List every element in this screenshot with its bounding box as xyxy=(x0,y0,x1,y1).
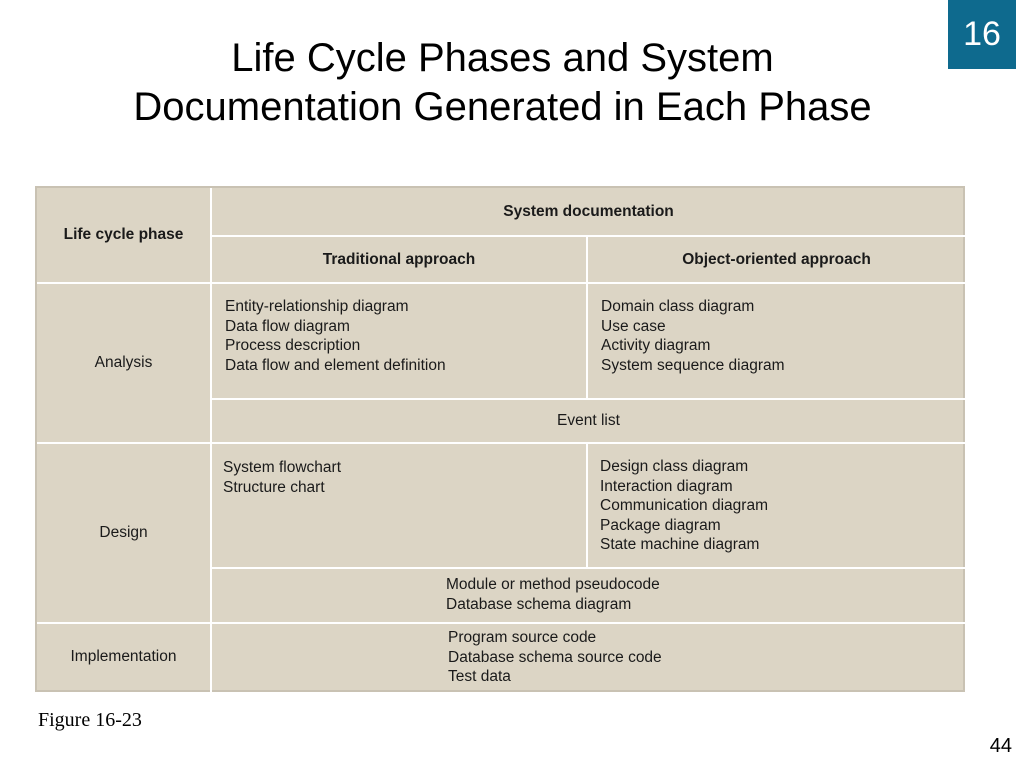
list-item: Package diagram xyxy=(600,516,721,534)
list-item: Design class diagram xyxy=(600,458,749,475)
list-item: Data flow diagram xyxy=(225,317,350,335)
list-item: Process description xyxy=(225,337,361,354)
slide-title-line-2: Documentation Generated in Each Phase xyxy=(133,85,872,129)
slide-title-line-1: Life Cycle Phases and System xyxy=(231,36,774,80)
list-item: Data flow and element definition xyxy=(225,356,446,374)
slide-number-badge: 16 xyxy=(948,0,1016,69)
slide-title: Life Cycle Phases and System Documentati… xyxy=(0,34,1005,132)
list-item: Module or method pseudocode xyxy=(446,576,660,593)
header-life-cycle-phase: Life cycle phase xyxy=(63,226,184,243)
list-item: System sequence diagram xyxy=(601,356,785,374)
list-item: System flowchart xyxy=(223,459,342,476)
design-traditional-list: System flowchart Structure chart xyxy=(223,458,583,497)
analysis-traditional-list: Entity-relationship diagram Data flow di… xyxy=(225,297,585,375)
list-item: State machine diagram xyxy=(600,536,760,553)
list-item: Program source code xyxy=(448,629,597,646)
list-item: Test data xyxy=(448,668,511,685)
documentation-table: Life cycle phase System documentation Tr… xyxy=(35,186,965,692)
list-item: Database schema diagram xyxy=(446,595,632,613)
list-item: Activity diagram xyxy=(601,337,711,354)
figure-caption: Figure 16-23 xyxy=(38,709,142,731)
list-item: Database schema source code xyxy=(448,648,662,666)
page-number: 44 xyxy=(989,735,1012,757)
design-oo-list: Design class diagram Interaction diagram… xyxy=(600,457,960,555)
header-object-oriented-approach: Object-oriented approach xyxy=(682,250,871,268)
phase-design: Design xyxy=(99,524,148,541)
design-shared-list: Module or method pseudocode Database sch… xyxy=(446,575,806,614)
list-item: Structure chart xyxy=(223,478,325,496)
phase-analysis: Analysis xyxy=(94,354,153,371)
list-item: Entity-relationship diagram xyxy=(225,298,409,315)
header-system-documentation: System documentation xyxy=(503,202,674,220)
phase-implementation: Implementation xyxy=(70,648,177,665)
list-item: Event list xyxy=(557,412,620,429)
implementation-shared-list: Program source code Database schema sour… xyxy=(448,628,808,687)
list-item: Interaction diagram xyxy=(600,477,733,495)
header-traditional-approach: Traditional approach xyxy=(322,250,476,268)
list-item: Communication diagram xyxy=(600,497,768,514)
list-item: Use case xyxy=(601,317,666,335)
list-item: Domain class diagram xyxy=(601,298,755,315)
analysis-oo-list: Domain class diagram Use case Activity d… xyxy=(601,297,961,375)
analysis-shared-cell: Event list xyxy=(212,400,965,442)
